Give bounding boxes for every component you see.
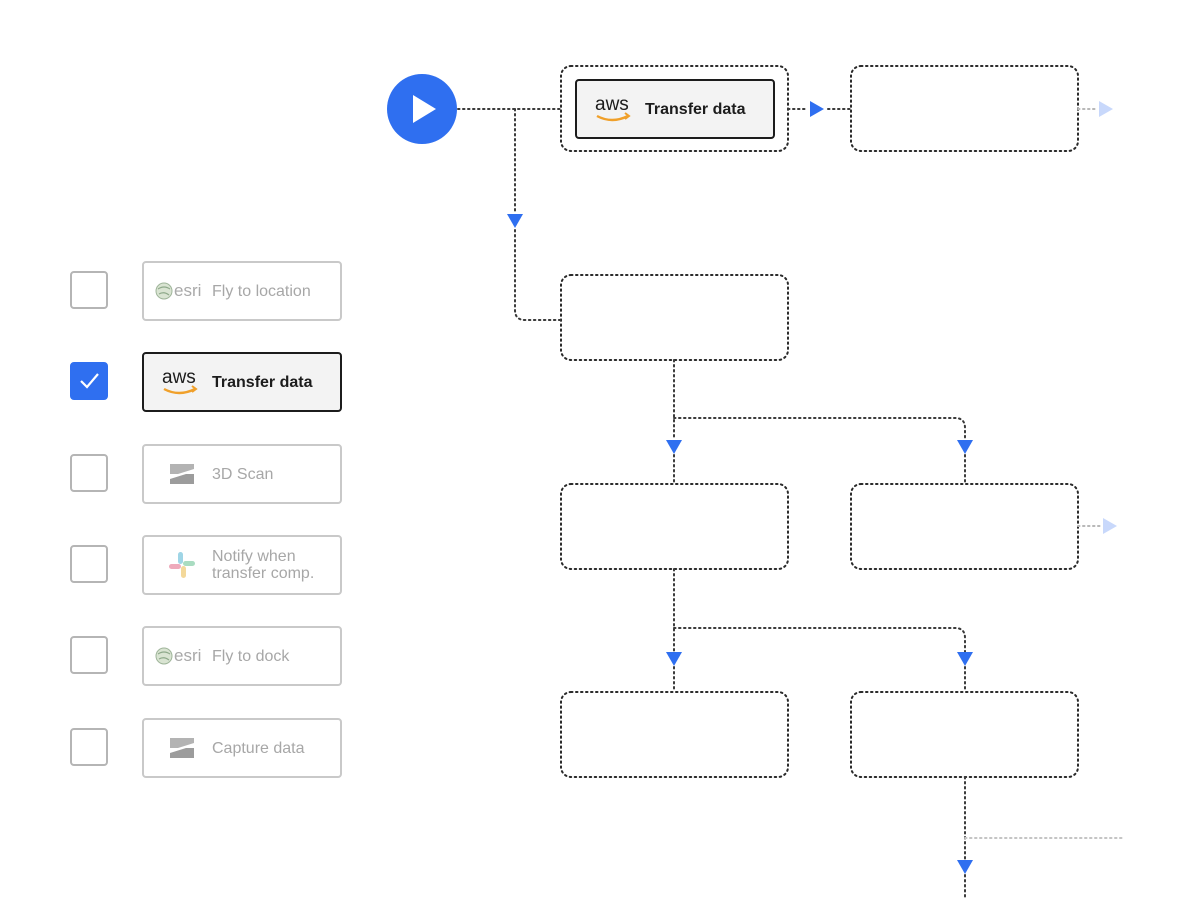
task-checkbox[interactable] xyxy=(70,636,108,674)
arrow-right-icon xyxy=(1099,101,1113,117)
task-checkbox[interactable] xyxy=(70,728,108,766)
arrow-down-icon xyxy=(666,652,682,666)
task-label: Fly to dock xyxy=(212,648,289,665)
task-row: esri Fly to dock xyxy=(70,626,342,686)
task-row: Capture data xyxy=(70,718,342,778)
task-checkbox[interactable] xyxy=(70,454,108,492)
task-row: esri Fly to location xyxy=(70,261,342,321)
task-label-line: Transfer data xyxy=(212,373,313,391)
start-play-button[interactable] xyxy=(387,74,457,144)
arrow-down-icon xyxy=(957,652,973,666)
empty-step-slot xyxy=(560,483,789,570)
arrow-right-icon xyxy=(810,101,824,117)
task-label-line: 3D Scan xyxy=(212,465,274,483)
arrow-down-icon xyxy=(957,860,973,874)
task-label-line: Fly to dock xyxy=(212,647,290,665)
task-card[interactable]: esri Fly to dock xyxy=(142,626,342,686)
workflow-step-transfer-data[interactable]: aws Transfer data xyxy=(575,79,775,139)
task-checkbox[interactable] xyxy=(70,545,108,583)
task-label-line: Capture data xyxy=(212,739,305,757)
arrow-down-icon xyxy=(957,440,973,454)
skydio-logo xyxy=(152,720,212,776)
task-card[interactable]: 3D Scan xyxy=(142,444,342,504)
aws-logo: aws xyxy=(152,354,212,410)
empty-step-slot xyxy=(850,65,1079,152)
task-row: aws Transfer data xyxy=(70,352,342,412)
task-label-line: Notify when xyxy=(212,548,296,565)
arrow-down-icon xyxy=(507,214,523,228)
svg-text:esri: esri xyxy=(174,646,201,665)
arrow-right-icon xyxy=(1103,518,1117,534)
task-label: 3D Scan xyxy=(212,466,273,483)
task-label: Transfer data xyxy=(212,374,312,391)
task-checkbox[interactable] xyxy=(70,362,108,400)
task-label: Fly to location xyxy=(212,283,311,300)
task-label-line: transfer comp. xyxy=(212,565,315,582)
empty-step-slot xyxy=(850,691,1079,778)
task-card[interactable]: Capture data xyxy=(142,718,342,778)
empty-step-slot xyxy=(560,274,789,361)
connector-line xyxy=(514,229,562,321)
task-row: 3D Scan xyxy=(70,444,342,504)
task-label: Capture data xyxy=(212,740,305,757)
arrow-down-icon xyxy=(666,440,682,454)
task-label-line: Fly to location xyxy=(212,282,311,300)
checkmark-icon xyxy=(80,373,99,389)
connector-line xyxy=(673,417,966,441)
workflow-step-label: Transfer data xyxy=(645,100,746,118)
task-card[interactable]: esri Fly to location xyxy=(142,261,342,321)
svg-text:esri: esri xyxy=(174,281,201,300)
aws-logo: aws xyxy=(585,81,645,137)
svg-text:aws: aws xyxy=(162,367,196,388)
connector-line xyxy=(673,627,966,653)
skydio-logo xyxy=(152,446,212,502)
empty-step-slot xyxy=(560,691,789,778)
empty-step-slot xyxy=(850,483,1079,570)
play-icon xyxy=(413,95,436,123)
esri-logo: esri xyxy=(152,263,212,319)
slack-logo xyxy=(152,537,212,593)
task-checkbox[interactable] xyxy=(70,271,108,309)
esri-logo: esri xyxy=(152,628,212,684)
task-card[interactable]: aws Transfer data xyxy=(142,352,342,412)
svg-text:aws: aws xyxy=(595,94,629,115)
